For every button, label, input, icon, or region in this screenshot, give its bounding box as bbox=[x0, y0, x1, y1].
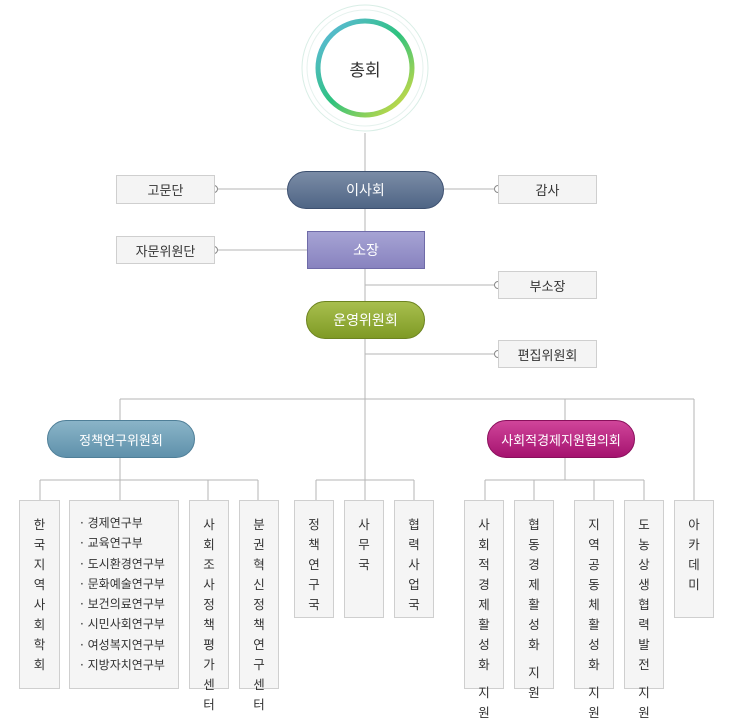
advisors-node[interactable]: 고문단 bbox=[116, 175, 215, 204]
general-assembly-node[interactable]: 총회 bbox=[300, 3, 430, 133]
director-node[interactable]: 소장 bbox=[307, 231, 425, 269]
policy-department-item[interactable]: · 보건의료연구부 bbox=[80, 597, 165, 612]
social-council-node[interactable]: 사회적경제지원협의회 bbox=[487, 420, 635, 458]
policy-department-item[interactable]: · 여성복지연구부 bbox=[80, 637, 165, 652]
policy-department-item[interactable]: · 교육연구부 bbox=[80, 536, 143, 551]
general-assembly-label: 총회 bbox=[349, 60, 381, 81]
vice-director-node[interactable]: 부소장 bbox=[498, 271, 597, 299]
policy-department-items: · 경제연구부 · 교육연구부 · 도시환경연구부 · 문화예술연구부 · 보건의료연구… bbox=[80, 513, 178, 675]
policy-department-item[interactable]: · 지방자치연구부 bbox=[80, 658, 165, 673]
policy-department-item[interactable]: · 시민사회연구부 bbox=[80, 617, 165, 632]
policy-department-list: · 경제연구부 · 교육연구부 · 도시환경연구부 · 문화예술연구부 · 보건의료연구… bbox=[69, 500, 179, 689]
policy-department-item[interactable]: · 문화예술연구부 bbox=[80, 576, 165, 591]
auditor-node[interactable]: 감사 bbox=[498, 175, 597, 204]
policy-department-item[interactable]: · 도시환경연구부 bbox=[80, 556, 165, 571]
operating-committee-node[interactable]: 운영위원회 bbox=[306, 301, 425, 339]
board-node[interactable]: 이사회 bbox=[287, 171, 444, 209]
editorial-committee-node[interactable]: 편집위원회 bbox=[498, 340, 597, 368]
policy-department-item[interactable]: · 경제연구부 bbox=[80, 516, 143, 530]
assembly-ring-icon bbox=[301, 4, 429, 132]
advisory-committee-node[interactable]: 자문위원단 bbox=[116, 236, 215, 264]
policy-committee-node[interactable]: 정책연구위원회 bbox=[47, 420, 195, 458]
